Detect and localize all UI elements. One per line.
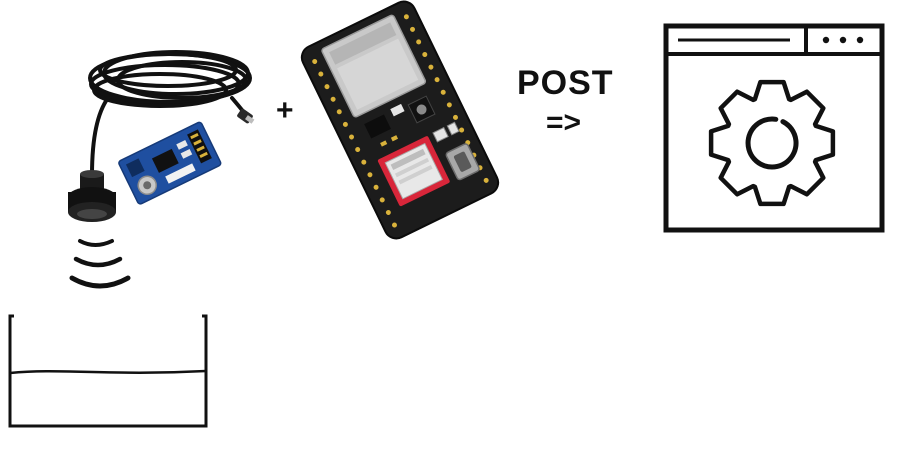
water-tank-icon xyxy=(10,316,206,426)
arrow-label: => xyxy=(546,108,581,138)
sound-waves-icon xyxy=(72,241,128,286)
browser-window-icon xyxy=(666,26,882,230)
ultrasonic-sensor-icon xyxy=(68,52,254,222)
plus-sign: + xyxy=(276,96,294,126)
esp32-sim-board-icon xyxy=(298,0,502,242)
post-label: POST xyxy=(517,66,614,100)
